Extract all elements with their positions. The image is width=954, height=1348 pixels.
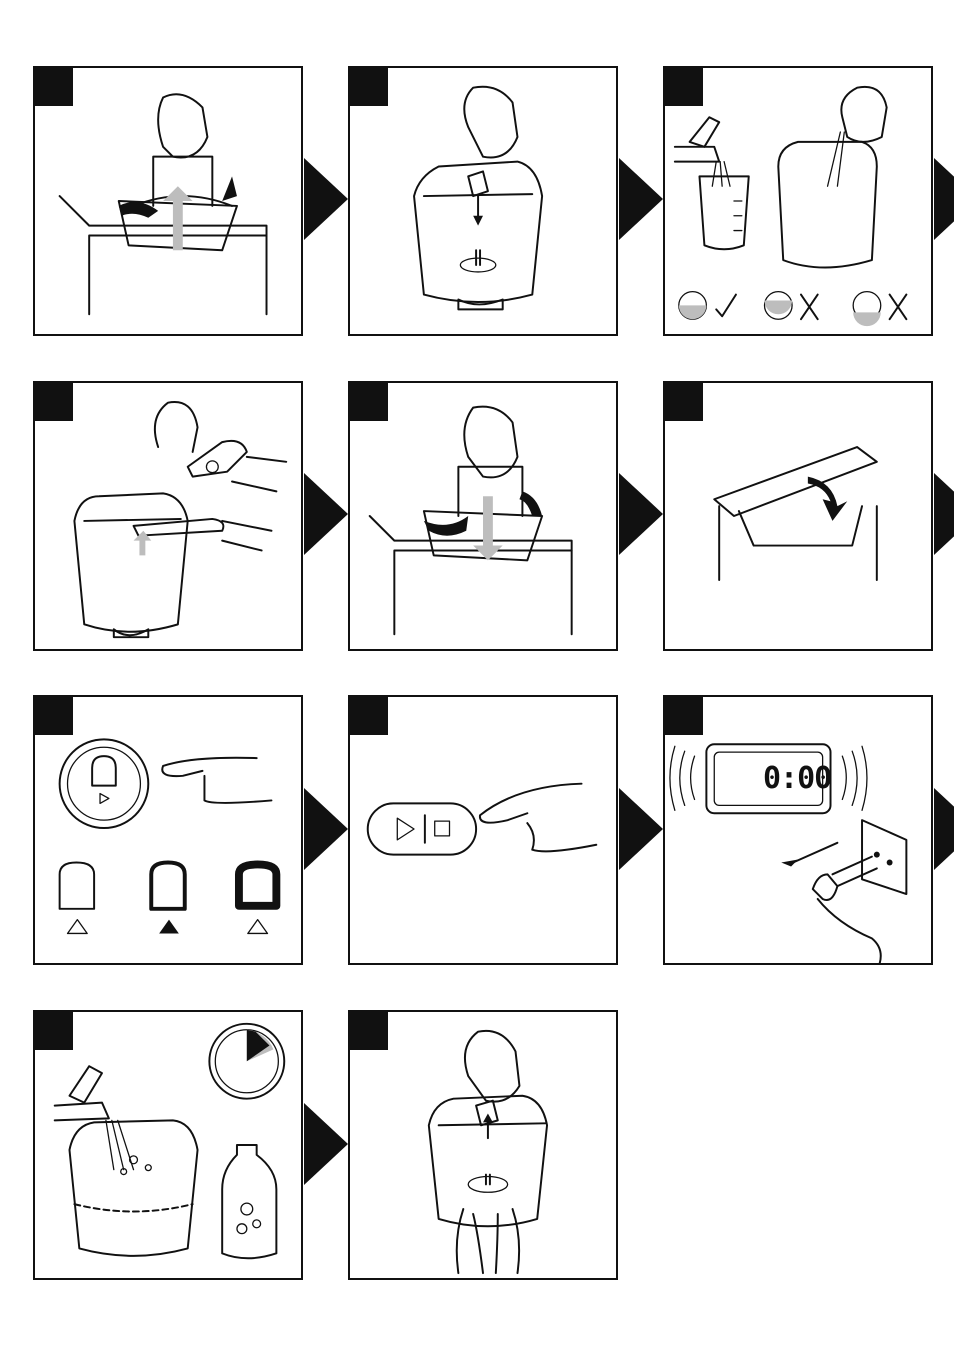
timer-display: 0:00 (763, 761, 831, 796)
next-arrow-4 (304, 473, 348, 555)
next-arrow-3 (934, 158, 954, 240)
next-arrow-8 (619, 788, 663, 870)
step-10-panel (33, 1010, 303, 1280)
step-3-panel (663, 66, 933, 336)
step-11-panel (348, 1010, 618, 1280)
step-9-panel: 0:00 (663, 695, 933, 965)
start-stop-icon (350, 697, 616, 963)
insert-pan-icon (350, 383, 616, 649)
step-1-panel (33, 66, 303, 336)
next-arrow-10 (304, 1103, 348, 1185)
remove-pan-icon (35, 68, 301, 334)
next-arrow-1 (304, 158, 348, 240)
step-8-panel (348, 695, 618, 965)
step-7-panel (33, 695, 303, 965)
next-arrow-2 (619, 158, 663, 240)
next-arrow-7 (304, 788, 348, 870)
step-2-panel (348, 66, 618, 336)
clean-pan-icon (35, 1012, 301, 1278)
unplug-icon (665, 697, 931, 963)
insert-kneader-icon (350, 68, 616, 334)
add-ingredients-spoon-icon (35, 383, 301, 649)
next-arrow-6 (934, 473, 954, 555)
select-crust-icon (35, 697, 301, 963)
step-6-panel (663, 381, 933, 651)
remove-kneader-icon (350, 1012, 616, 1278)
next-arrow-9 (934, 788, 954, 870)
next-arrow-5 (619, 473, 663, 555)
add-water-flour-icon (665, 68, 931, 334)
close-lid-icon (665, 383, 931, 649)
step-5-panel (348, 381, 618, 651)
step-4-panel (33, 381, 303, 651)
